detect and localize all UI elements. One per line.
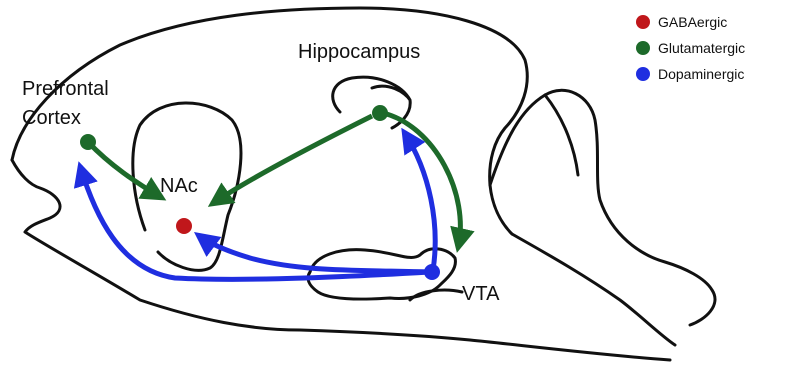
hippocampus-to-vta-arrow	[383, 113, 460, 248]
legend-gabaergic-swatch	[636, 15, 650, 29]
legend-dopaminergic-label: Dopaminergic	[658, 66, 744, 82]
prefrontal-label: Prefrontal	[22, 78, 109, 100]
legend-dopaminergic-swatch	[636, 67, 650, 81]
cerebellum-fold	[545, 95, 578, 175]
pfc-to-nac-arrow	[88, 142, 162, 198]
pfc-node	[80, 134, 96, 150]
vta-label: VTA	[462, 283, 500, 305]
cortex-label: Cortex	[22, 107, 81, 129]
legend-glutamatergic-swatch	[636, 41, 650, 55]
hippocampus-label: Hippocampus	[298, 41, 420, 63]
nac-node	[176, 218, 192, 234]
legend: GABAergic Glutamatergic Dopaminergic	[636, 14, 745, 82]
nac-label: NAc	[160, 175, 198, 197]
vta-outline	[410, 290, 462, 300]
hippocampus-node	[372, 105, 388, 121]
legend-glutamatergic-label: Glutamatergic	[658, 40, 745, 56]
legend-gabaergic-label: GABAergic	[658, 14, 727, 30]
brainstem-outline	[512, 234, 675, 345]
cortex-outline	[12, 8, 527, 234]
vta-node	[424, 264, 440, 280]
ventral-outline	[12, 160, 670, 360]
